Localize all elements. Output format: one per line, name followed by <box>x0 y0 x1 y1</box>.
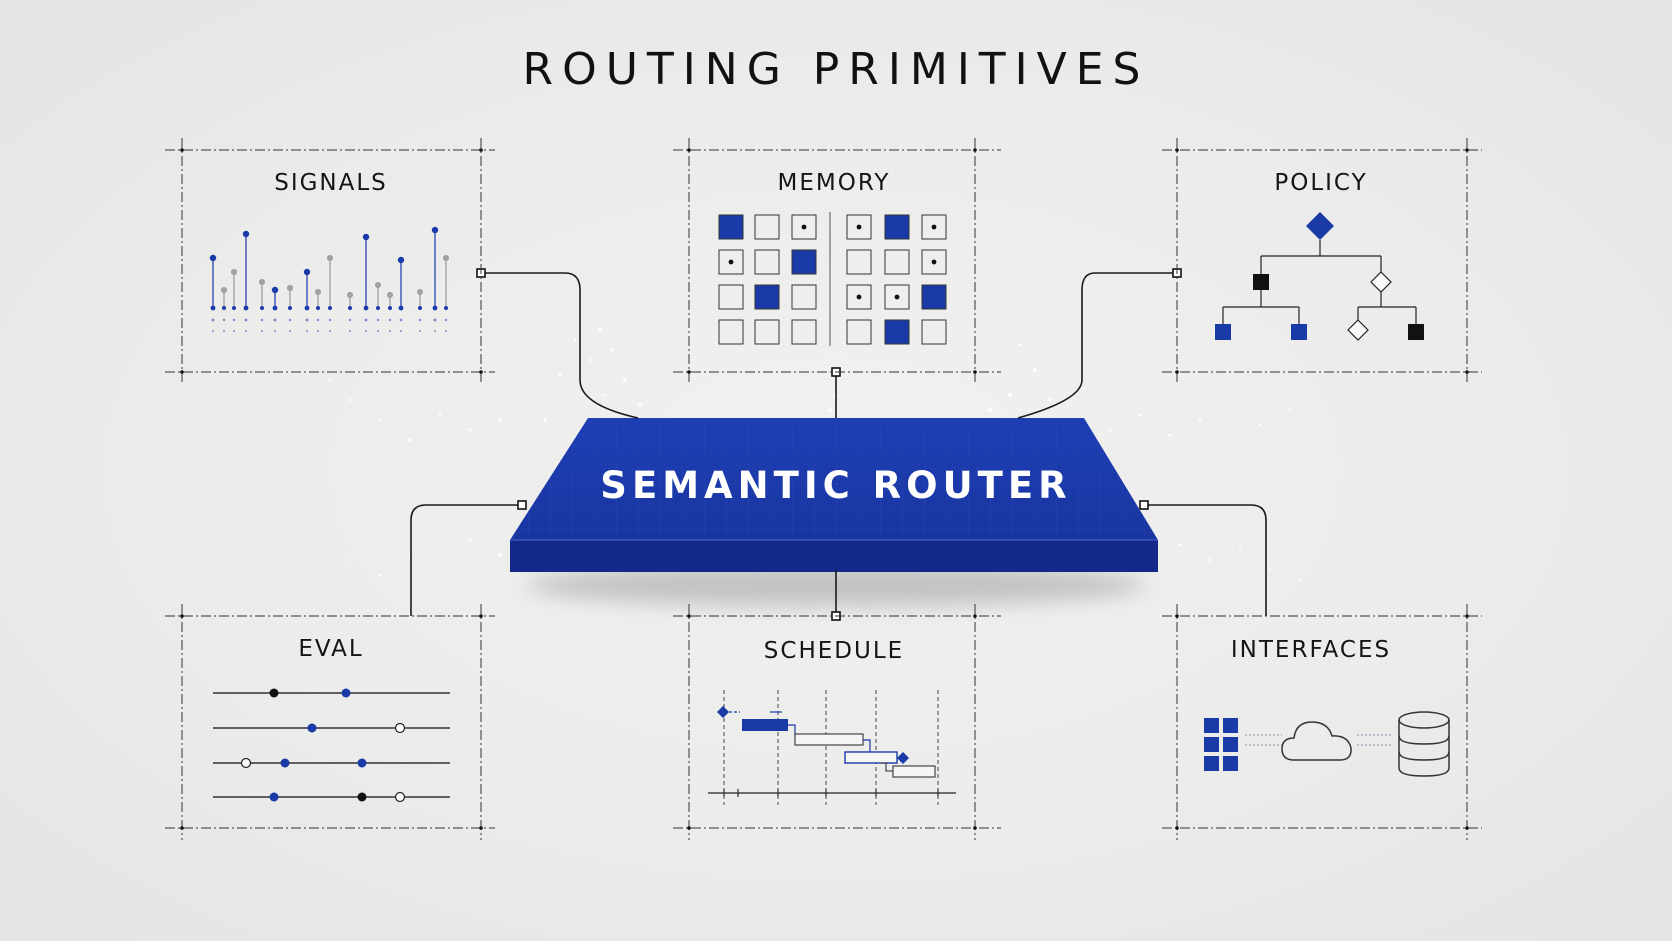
diamond-icon <box>1306 212 1334 240</box>
panel-frame-eval <box>165 604 495 840</box>
memory-cell-grid <box>718 212 947 346</box>
panel-label-interfaces: INTERFACES <box>1230 637 1392 663</box>
policy-decision-tree <box>1215 212 1424 341</box>
cloud-icon <box>1281 721 1352 761</box>
panel-frame-signals <box>165 138 495 384</box>
memory-cell-dots <box>728 224 937 300</box>
semantic-router-label: SEMANTIC ROUTER <box>600 464 1072 507</box>
panel-label-eval: EVAL <box>298 636 364 662</box>
frame-corner-ticks <box>180 148 1469 830</box>
panel-label-memory: MEMORY <box>777 170 891 196</box>
interfaces-diagram <box>1204 711 1450 777</box>
panel-frame-interfaces <box>1162 604 1482 840</box>
schedule-gantt <box>708 690 956 805</box>
eval-score-tracks <box>213 688 450 803</box>
panel-frame-policy <box>1162 138 1482 384</box>
panel-label-policy: POLICY <box>1274 170 1368 196</box>
panel-frame-memory <box>673 138 1001 384</box>
connector-lines <box>410 272 1267 616</box>
panel-label-signals: SIGNALS <box>274 170 388 196</box>
signals-lollipop-plot <box>209 226 450 332</box>
diagram-title: ROUTING PRIMITIVES <box>522 44 1150 95</box>
panel-frames <box>165 138 1482 840</box>
semantic-router-slab <box>510 418 1158 607</box>
grid-icon <box>1204 718 1238 771</box>
panel-frame-schedule <box>673 604 1001 840</box>
panel-label-schedule: SCHEDULE <box>763 638 905 664</box>
database-icon <box>1398 711 1450 777</box>
